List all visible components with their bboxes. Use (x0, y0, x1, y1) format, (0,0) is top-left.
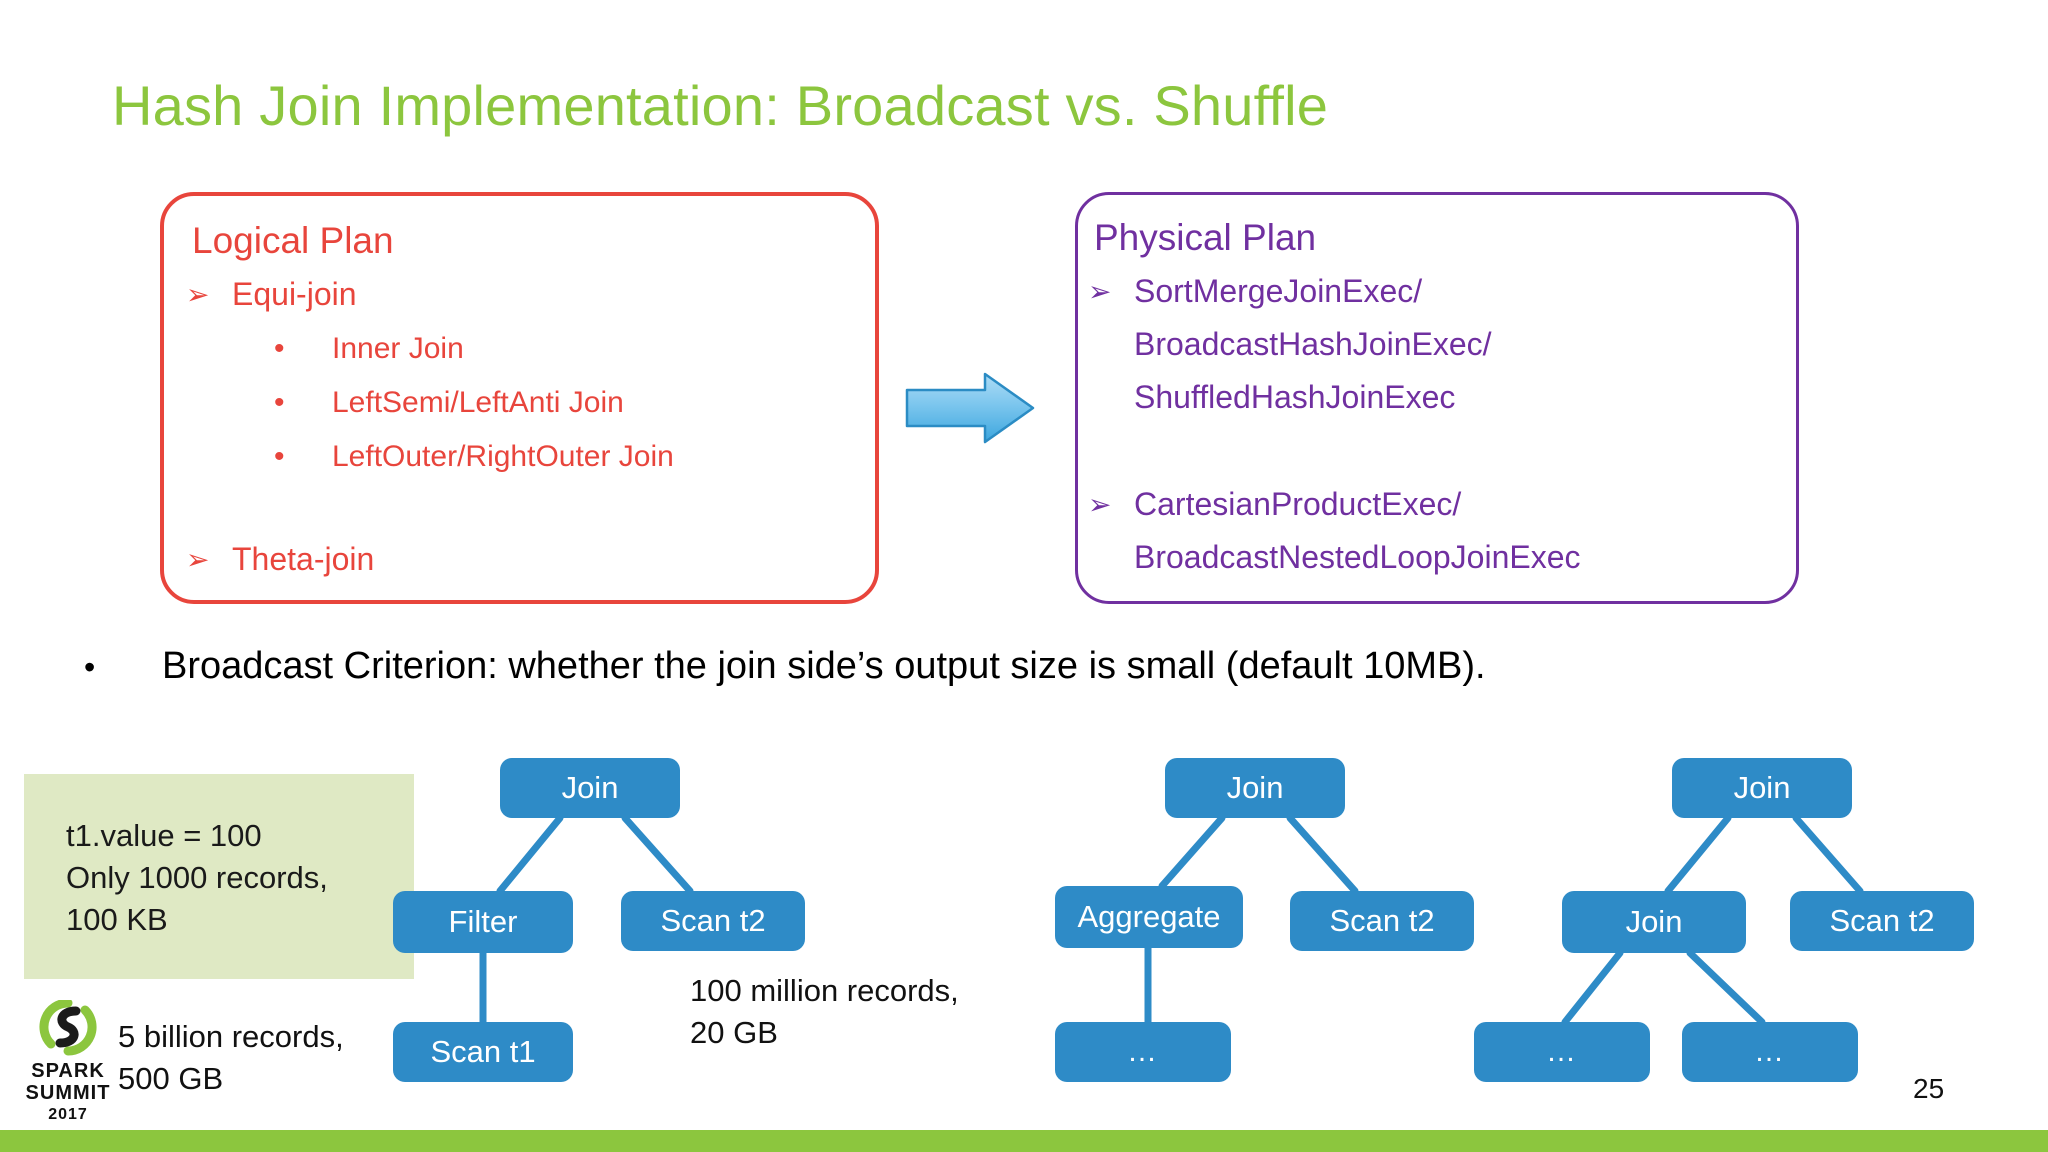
physical-bullet-line: CartesianProductExec/ (1134, 486, 1462, 522)
caption-middle-stats: 100 million records, 20 GB (690, 973, 959, 1050)
tree-node-join[interactable]: Join (1672, 758, 1852, 818)
physical-bullet-theta-join-execs: ➢ CartesianProductExec/ (1088, 478, 1461, 531)
physical-plan-box: Physical Plan ➢ SortMergeJoinExec/ Broad… (1075, 192, 1799, 604)
logo-text-year: 2017 (48, 1106, 88, 1123)
logo-text-spark: SPARK (31, 1060, 105, 1082)
physical-bullet-line: BroadcastNestedLoopJoinExec (1134, 539, 1581, 575)
page-title: Hash Join Implementation: Broadcast vs. … (112, 74, 1329, 137)
annotation-box: t1.value = 100 Only 1000 records, 100 KB (24, 774, 414, 979)
arrow-bullet-icon: ➢ (1088, 276, 1112, 307)
dot-bullet-icon: • (84, 649, 96, 685)
spark-summit-logo: SPARK SUMMIT 2017 (22, 998, 114, 1132)
logical-plan-box: Logical Plan ➢ Equi-join • Inner Join • … (160, 192, 879, 604)
logical-bullet-theta-join: ➢ Theta-join (186, 533, 374, 586)
logical-subbullet-leftsemi-leftanti: • LeftSemi/LeftAnti Join (274, 376, 624, 430)
arrow-bullet-icon: ➢ (1088, 489, 1112, 520)
page-number: 25 (1913, 1073, 1945, 1104)
tree-node-scan-t2[interactable]: Scan t2 (621, 891, 805, 951)
tree-node-ellipsis[interactable]: … (1055, 1022, 1231, 1082)
physical-bullet-line: BroadcastHashJoinExec/ (1134, 326, 1492, 362)
logical-bullet-label: Equi-join (232, 276, 357, 312)
tree-node-filter[interactable]: Filter (393, 891, 573, 953)
broadcast-criterion-line: • Broadcast Criterion: whether the join … (84, 645, 1486, 688)
tree-node-join[interactable]: Join (1165, 758, 1345, 818)
spark-logo-mark (39, 998, 97, 1056)
dot-bullet-icon: • (274, 386, 285, 419)
dot-bullet-icon: • (274, 332, 285, 365)
logo-text-summit: SUMMIT (25, 1082, 111, 1104)
right-arrow-icon (905, 372, 1035, 444)
tree-node-join[interactable]: Join (500, 758, 680, 818)
logical-subbullet-label: LeftSemi/LeftAnti Join (332, 386, 624, 419)
logical-plan-heading: Logical Plan (192, 220, 394, 261)
annotation-text: t1.value = 100 Only 1000 records, 100 KB (66, 818, 328, 937)
tree-node-scan-t1[interactable]: Scan t1 (393, 1022, 573, 1082)
logical-subbullet-leftouter-rightouter: • LeftOuter/RightOuter Join (274, 430, 674, 484)
logical-bullet-equi-join: ➢ Equi-join (186, 268, 357, 321)
tree-node-join-inner[interactable]: Join (1562, 891, 1746, 953)
tree-node-scan-t2[interactable]: Scan t2 (1290, 891, 1474, 951)
broadcast-criterion-text: Broadcast Criterion: whether the join si… (162, 645, 1486, 687)
logical-subbullet-label: LeftOuter/RightOuter Join (332, 440, 674, 473)
physical-bullet-line: ShuffledHashJoinExec (1134, 379, 1456, 415)
tree-node-ellipsis[interactable]: … (1682, 1022, 1858, 1082)
physical-plan-heading: Physical Plan (1094, 217, 1317, 258)
logical-subbullet-label: Inner Join (332, 332, 464, 365)
logical-bullet-label: Theta-join (232, 541, 375, 577)
caption-left-stats: 5 billion records, 500 GB (118, 1019, 344, 1096)
dot-bullet-icon: • (274, 440, 285, 473)
tree-node-scan-t2[interactable]: Scan t2 (1790, 891, 1974, 951)
arrow-bullet-icon: ➢ (186, 544, 210, 575)
logical-subbullet-inner-join: • Inner Join (274, 322, 464, 376)
physical-bullet-line: SortMergeJoinExec/ (1134, 273, 1423, 309)
tree-node-ellipsis[interactable]: … (1474, 1022, 1650, 1082)
bottom-accent-band (0, 1130, 2048, 1152)
tree-node-aggregate[interactable]: Aggregate (1055, 886, 1243, 948)
arrow-bullet-icon: ➢ (186, 279, 210, 310)
physical-bullet-equi-join-execs: ➢ SortMergeJoinExec/ (1088, 265, 1422, 318)
